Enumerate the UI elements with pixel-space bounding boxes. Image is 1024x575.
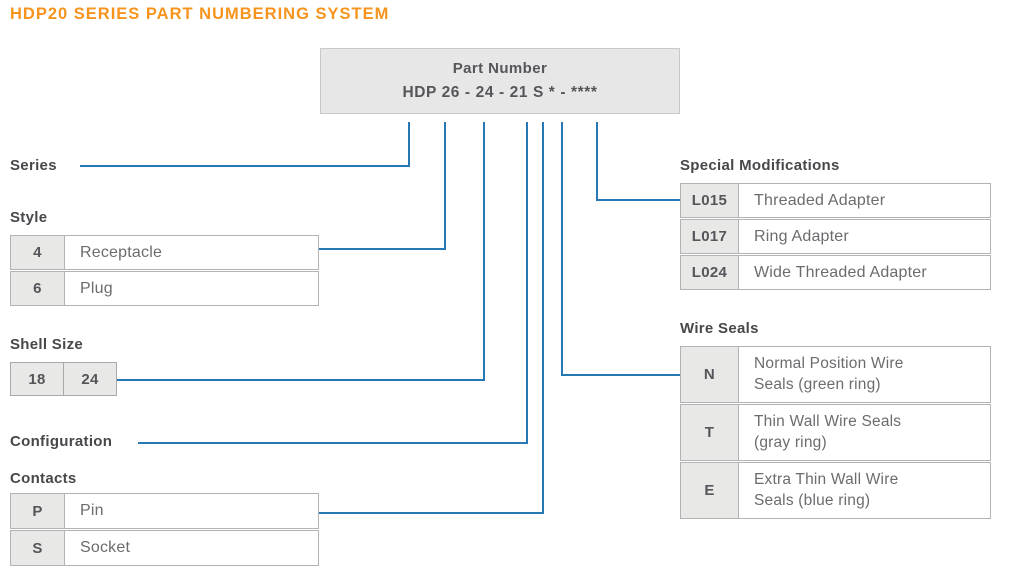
connector-style-horizontal (319, 248, 446, 250)
connector-contacts-horizontal (319, 512, 544, 514)
table-row: P Pin (10, 493, 319, 529)
desc-cell: Plug (80, 279, 113, 297)
desc-cell: Ring Adapter (754, 227, 849, 245)
part-number-box: Part Number HDP 26 - 24 - 21 S * - **** (320, 48, 680, 114)
code-cell: P (11, 494, 65, 528)
shell-size-code: 24 (81, 370, 99, 388)
shell-size-code: 18 (11, 363, 64, 395)
wire-seals-label: Wire Seals (680, 320, 759, 337)
desc-cell: Extra Thin Wall Wire Seals (blue ring) (754, 470, 899, 509)
configuration-label: Configuration (10, 433, 113, 450)
code-cell: T (681, 405, 739, 460)
connector-special-mods-horizontal (596, 199, 680, 201)
special-modifications-table: L015 Threaded Adapter L017 Ring Adapter … (680, 183, 991, 290)
table-row: T Thin Wall Wire Seals (gray ring) (680, 404, 991, 461)
connector-configuration-vertical (526, 122, 528, 444)
connector-contacts-vertical (542, 122, 544, 514)
code-cell: L024 (681, 256, 739, 289)
connector-style-vertical (444, 122, 446, 250)
code-cell: L015 (681, 184, 739, 217)
table-row: L015 Threaded Adapter (680, 183, 991, 218)
connector-wire-seals-horizontal (561, 374, 680, 376)
table-row: 6 Plug (10, 271, 319, 306)
style-label: Style (10, 209, 48, 226)
code-cell: L017 (681, 220, 739, 253)
desc-cell: Wide Threaded Adapter (754, 263, 927, 281)
connector-shell-size-vertical (483, 122, 485, 381)
code-cell: N (681, 347, 739, 402)
table-row: 4 Receptacle (10, 235, 319, 270)
table-row: E Extra Thin Wall Wire Seals (blue ring) (680, 462, 991, 519)
desc-cell: Normal Position Wire Seals (green ring) (754, 354, 904, 393)
desc-cell: Thin Wall Wire Seals (gray ring) (754, 412, 902, 451)
wire-seals-table: N Normal Position Wire Seals (green ring… (680, 346, 991, 519)
table-row: L024 Wide Threaded Adapter (680, 255, 991, 290)
code-cell: S (11, 531, 65, 565)
connector-wire-seals-vertical (561, 122, 563, 376)
table-row: N Normal Position Wire Seals (green ring… (680, 346, 991, 403)
desc-cell: Socket (80, 539, 131, 556)
connector-shell-size-horizontal (117, 379, 485, 381)
shell-size-table: 18 24 (10, 362, 117, 396)
code-cell: 6 (11, 272, 65, 305)
desc-cell: Receptacle (80, 243, 163, 261)
shell-size-label: Shell Size (10, 336, 84, 353)
page-title: HDP20 SERIES PART NUMBERING SYSTEM (10, 5, 390, 23)
desc-cell: Pin (80, 502, 104, 519)
desc-cell: Threaded Adapter (754, 191, 886, 209)
contacts-label: Contacts (10, 470, 77, 487)
style-table: 4 Receptacle 6 Plug (10, 235, 319, 306)
part-number-value: HDP 26 - 24 - 21 S * - **** (402, 84, 598, 101)
special-modifications-label: Special Modifications (680, 157, 840, 174)
table-row: L017 Ring Adapter (680, 219, 991, 254)
connector-series-vertical (408, 122, 410, 167)
connector-special-mods-vertical (596, 122, 598, 201)
series-label: Series (10, 157, 57, 174)
table-row: S Socket (10, 530, 319, 566)
code-cell: E (681, 463, 739, 518)
code-cell: 4 (11, 236, 65, 269)
connector-series-horizontal (80, 165, 410, 167)
connector-configuration-horizontal (138, 442, 528, 444)
part-number-heading: Part Number (452, 60, 548, 77)
contacts-table: P Pin S Socket (10, 493, 319, 566)
